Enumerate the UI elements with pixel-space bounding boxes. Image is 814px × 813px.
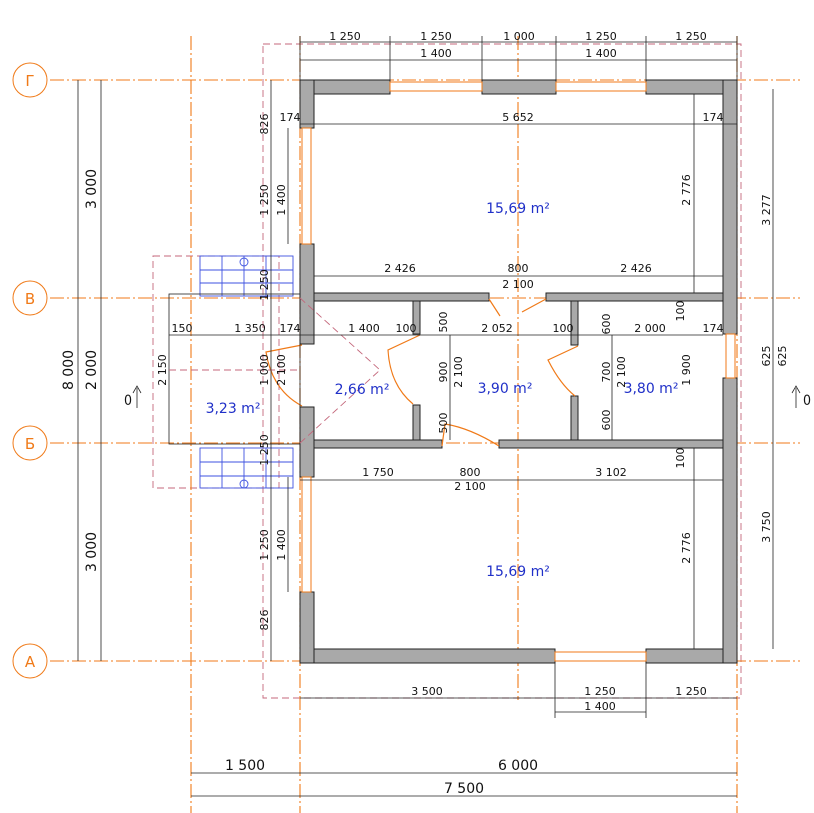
dim-label: 625: [760, 346, 773, 367]
dim-label: 800: [508, 262, 529, 275]
level-label: 0: [803, 393, 811, 409]
dim-label: 2 776: [680, 532, 693, 564]
area-bottom-room: 15,69 m²: [486, 564, 550, 580]
dim-label: 1 000: [503, 30, 535, 43]
dim-label: 6 000: [498, 758, 538, 774]
axis-bubble-v: В: [12, 280, 48, 316]
dim-label: 2 776: [680, 174, 693, 206]
dim-label: 150: [172, 322, 193, 335]
dim-label: 1 250: [258, 184, 271, 216]
dim-label: 2 426: [620, 262, 652, 275]
dim-label: 174: [703, 111, 724, 124]
dim-label: 700: [600, 362, 613, 383]
windows: [301, 81, 736, 662]
dim-label: 1 900: [680, 354, 693, 386]
dim-label: 3 277: [760, 194, 773, 226]
area-bath: 3,90 m²: [478, 381, 533, 397]
dim-label: 3 000: [84, 169, 100, 209]
porch-stairs: [199, 255, 294, 489]
dims-interior: 5 652 174 174 2 426 800 2 100 2 426 150 …: [169, 111, 737, 493]
dim-label: 174: [280, 322, 301, 335]
dim-label: 1 400: [275, 529, 288, 561]
dim-label: 1 400: [348, 322, 380, 335]
area-porch: 3,23 m²: [206, 401, 261, 417]
dim-label: 2 426: [384, 262, 416, 275]
dim-label: 8 000: [61, 350, 77, 390]
dim-label: 600: [600, 314, 613, 335]
dim-label: 2 150: [156, 354, 169, 386]
dim-label: 1 400: [584, 700, 616, 713]
dim-label: 1 250: [585, 30, 617, 43]
level-marker-left: 0: [124, 385, 142, 409]
dim-label: 2 000: [634, 322, 666, 335]
dim-label: 500: [437, 413, 450, 434]
dims-bottom: 3 500 1 250 1 250 1 400 1 500 6 000 7 50…: [191, 663, 737, 797]
dim-label: 2 100: [452, 356, 465, 388]
level-label: 0: [124, 393, 132, 409]
dim-label: 625: [776, 346, 789, 367]
dim-label: 2 100: [454, 480, 486, 493]
axis-label: В: [25, 290, 35, 308]
dim-label: 100: [674, 301, 687, 322]
dim-label: 3 750: [760, 511, 773, 543]
dim-label: 800: [460, 466, 481, 479]
dim-label: 1 000: [258, 354, 271, 386]
axis-bubble-a: А: [12, 643, 48, 679]
axis-label: Г: [25, 72, 34, 90]
area-top-room: 15,69 m²: [486, 201, 550, 217]
dim-label: 174: [703, 322, 724, 335]
axis-bubble-b: Б: [12, 425, 48, 461]
dim-label: 1 250: [584, 685, 616, 698]
dim-label: 2 000: [84, 350, 100, 390]
dims-right: 3 277 625 625 3 750 2 776 2 776 1 900: [680, 89, 789, 649]
dim-label: 100: [674, 448, 687, 469]
dim-label: 2 100: [275, 354, 288, 386]
dim-label: 1 250: [258, 434, 271, 466]
dim-label: 2 100: [615, 356, 628, 388]
dim-label: 1 250: [329, 30, 361, 43]
dim-label: 500: [437, 312, 450, 333]
roof-ridge: [299, 297, 381, 371]
dim-label: 900: [437, 362, 450, 383]
dims-left: 8 000 3 000 2 000 3 000 826 1 250 1 400 …: [61, 80, 289, 661]
dim-label: 826: [258, 114, 271, 135]
dim-label: 1 250: [675, 30, 707, 43]
porch-deck: [168, 293, 301, 445]
dim-label: 1 250: [258, 269, 271, 301]
axis-label: Б: [25, 435, 35, 453]
dim-label: 1 250: [420, 30, 452, 43]
axis-label: А: [25, 653, 36, 671]
doors: [265, 298, 579, 447]
dim-label: 600: [600, 410, 613, 431]
dim-label: 1 400: [585, 47, 617, 60]
dim-label: 3 500: [411, 685, 443, 698]
dim-label: 826: [258, 610, 271, 631]
dim-label: 100: [396, 322, 417, 335]
dim-label: 1 400: [420, 47, 452, 60]
level-marker-right: 0: [791, 385, 811, 409]
dim-label: 5 652: [502, 111, 534, 124]
dims-top: 1 250 1 250 1 000 1 250 1 250 1 400 1 40…: [299, 30, 738, 80]
dim-label: 7 500: [444, 781, 484, 797]
dim-label: 2 052: [481, 322, 513, 335]
dim-label: 1 750: [362, 466, 394, 479]
dim-label: 1 400: [275, 184, 288, 216]
dim-label: 100: [553, 322, 574, 335]
dim-label: 3 000: [84, 532, 100, 572]
axis-bubble-g: Г: [12, 62, 48, 98]
dim-label: 1 350: [234, 322, 266, 335]
dim-label: 1 250: [675, 685, 707, 698]
dim-label: 3 102: [595, 466, 627, 479]
dim-label: 2 100: [502, 278, 534, 291]
dim-label: 174: [280, 111, 301, 124]
dim-label: 1 250: [258, 529, 271, 561]
roof-ridge: [299, 369, 381, 444]
roof-outline: [262, 43, 742, 699]
area-hall: 2,66 m²: [335, 382, 390, 398]
area-utility: 3,80 m²: [624, 381, 679, 397]
dim-label: 1 500: [225, 758, 265, 774]
